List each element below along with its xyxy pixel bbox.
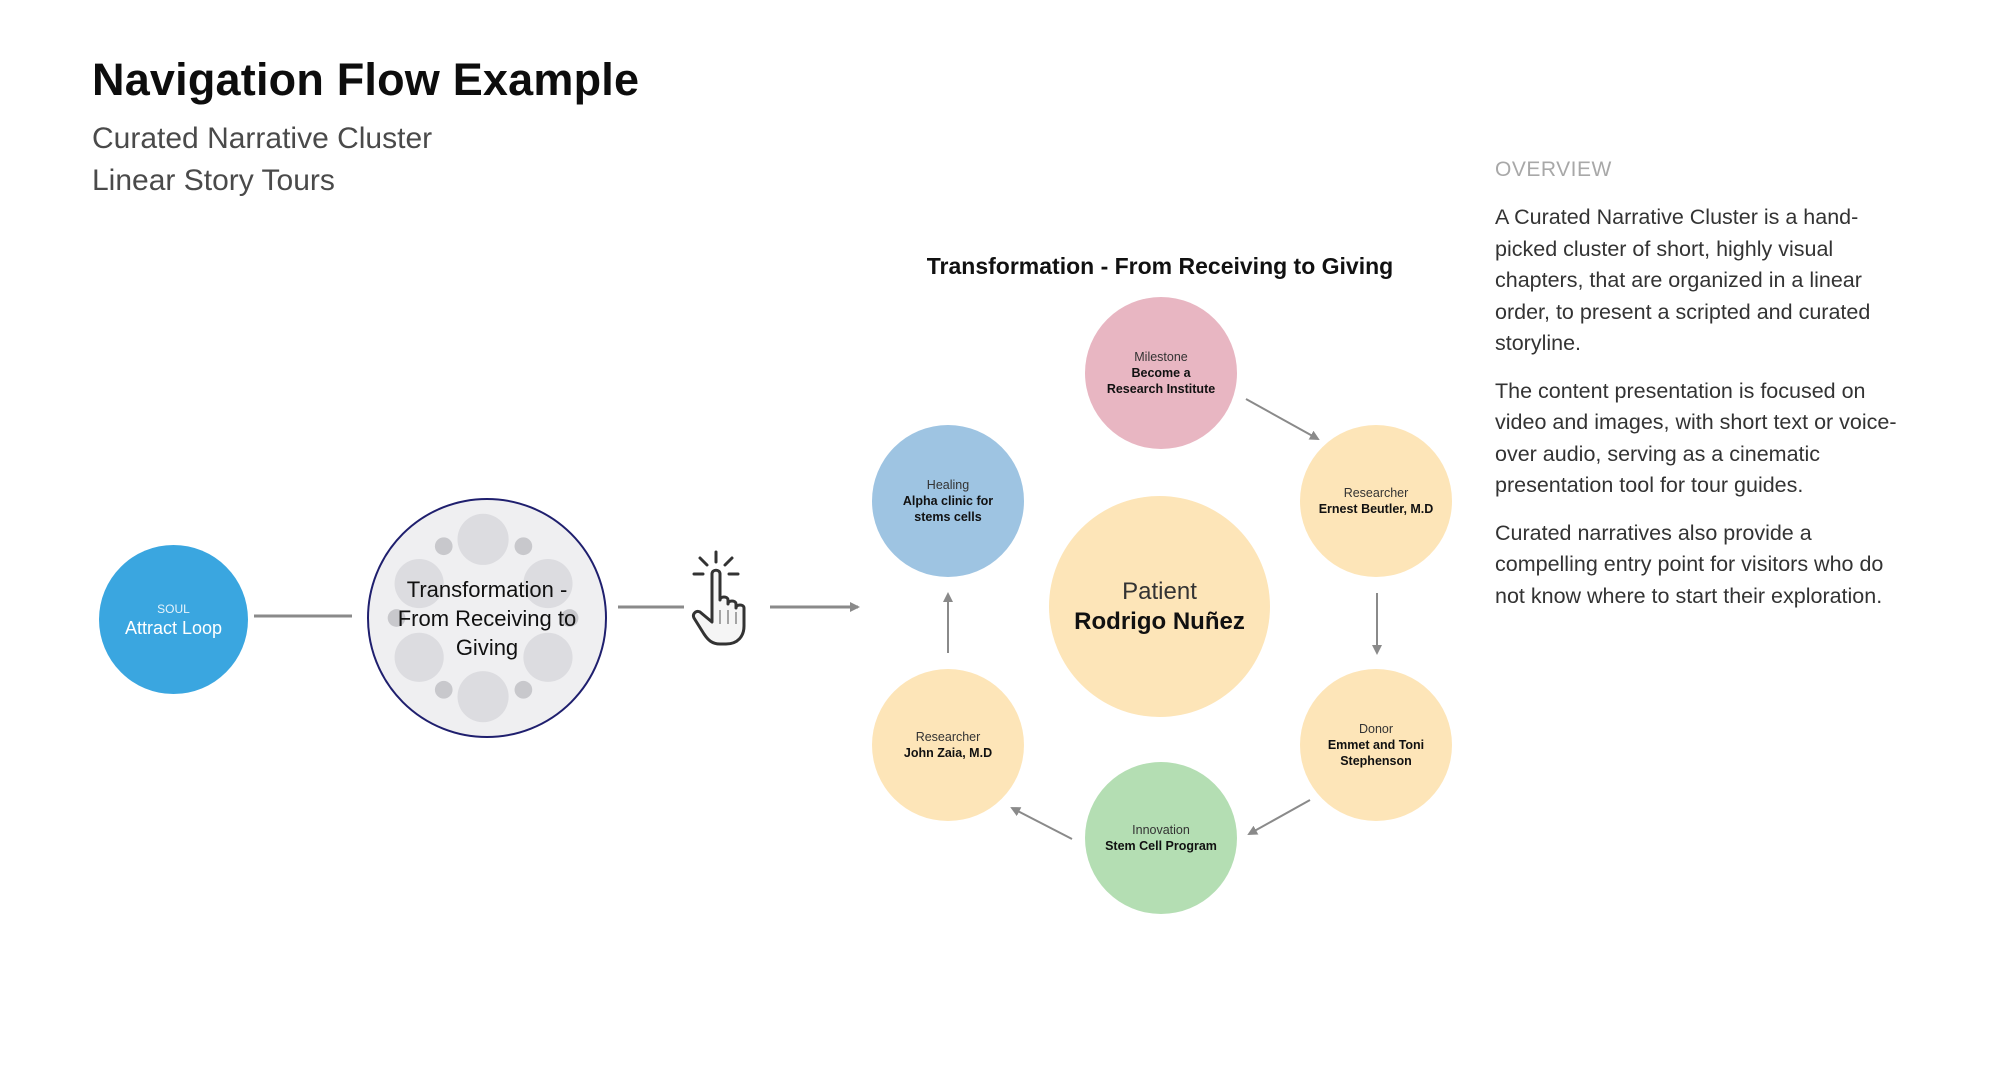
patient-center-node[interactable]: Patient Rodrigo Nuñez: [1049, 496, 1270, 717]
cluster-bubbles-graphic: [387, 513, 579, 723]
chapter-role: Donor: [1358, 722, 1394, 736]
chapter-name: Emmet and Toni Stephenson: [1327, 738, 1425, 768]
chapter-name: Ernest Beutler, M.D: [1318, 502, 1434, 516]
chapter-name: Become a Research Institute: [1106, 366, 1216, 396]
chapter-name: John Zaia, M.D: [903, 746, 993, 760]
chapter-role: Researcher: [915, 730, 981, 744]
overview-paragraph-2: The content presentation is focused on v…: [1495, 378, 1897, 498]
chapter-role: Innovation: [1132, 823, 1190, 837]
attract-loop-node[interactable]: SOUL Attract Loop: [99, 545, 248, 694]
chapter-role: Milestone: [1134, 350, 1188, 364]
overview-panel: OVERVIEW A Curated Narrative Cluster is …: [1495, 158, 1915, 628]
header: Navigation Flow Example Curated Narrativ…: [92, 54, 639, 202]
patient-role: Patient: [1122, 577, 1197, 605]
chapter-role: Researcher: [1343, 486, 1409, 500]
chapter-milestone-node[interactable]: Milestone Become a Research Institute: [1085, 297, 1237, 449]
hand-pointer-click-icon: [692, 550, 746, 646]
chapter-donor-node[interactable]: Donor Emmet and Toni Stephenson: [1300, 669, 1452, 821]
chapter-name: Alpha clinic for stems cells: [902, 494, 994, 524]
chapter-role: Healing: [926, 478, 970, 492]
chapter-name: Stem Cell Program: [1105, 839, 1217, 853]
page-title: Navigation Flow Example: [92, 54, 640, 105]
subtitle-tour-type: Linear Story Tours: [92, 164, 335, 197]
diagram-title: Transformation - From Receiving to Givin…: [926, 253, 1394, 279]
cluster-label: Transformation - From Receiving to Givin…: [397, 576, 577, 660]
chapter-researcher-beutler-node[interactable]: Researcher Ernest Beutler, M.D: [1300, 425, 1452, 577]
subtitle-cluster-type: Curated Narrative Cluster: [92, 122, 433, 155]
narrative-cluster-node[interactable]: Transformation - From Receiving to Givin…: [367, 498, 607, 738]
attract-loop-role: SOUL: [157, 601, 190, 616]
overview-paragraph-3: Curated narratives also provide a compel…: [1495, 520, 1884, 608]
patient-name: Rodrigo Nuñez: [1074, 607, 1245, 635]
arrow-milestone-to-beutler: [1245, 398, 1320, 440]
overview-paragraph-1: A Curated Narrative Cluster is a hand-pi…: [1495, 205, 1871, 355]
attract-loop-name: Attract Loop: [124, 617, 223, 638]
chapter-healing-node[interactable]: Healing Alpha clinic for stems cells: [872, 425, 1024, 577]
overview-heading: OVERVIEW: [1495, 158, 1612, 181]
chapter-innovation-node[interactable]: Innovation Stem Cell Program: [1085, 762, 1237, 914]
arrow-innovation-to-zaia: [1010, 807, 1073, 840]
chapter-researcher-zaia-node[interactable]: Researcher John Zaia, M.D: [872, 669, 1024, 821]
arrow-donor-to-innovation: [1247, 799, 1311, 835]
